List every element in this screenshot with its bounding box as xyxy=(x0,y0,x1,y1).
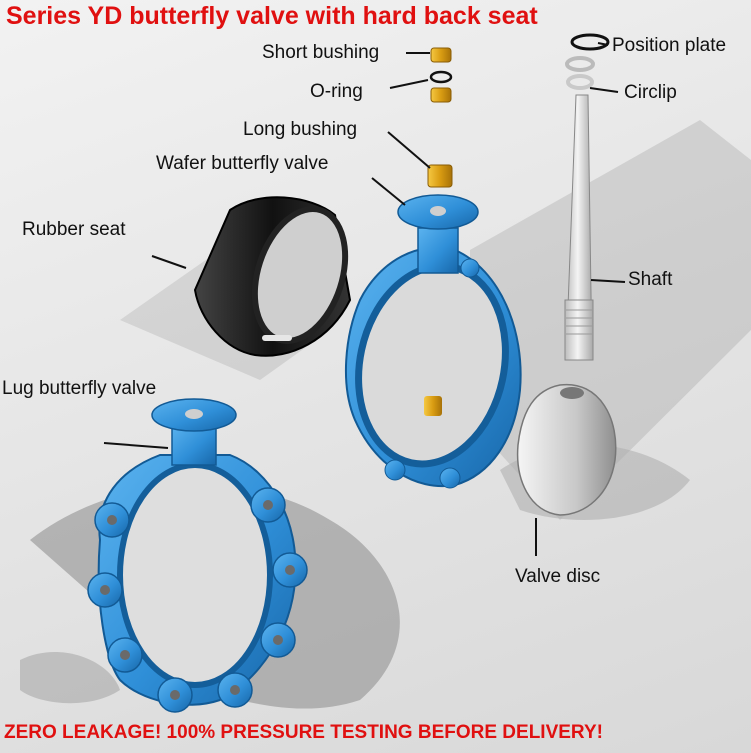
label-valve-disc: Valve disc xyxy=(515,566,601,587)
label-shaft: Shaft xyxy=(628,269,673,290)
footer-banner: ZERO LEAKAGE! 100% PRESSURE TESTING BEFO… xyxy=(4,722,603,743)
page-title: Series YD butterfly valve with hard back… xyxy=(6,2,538,30)
valve-disc xyxy=(516,383,617,516)
label-position-plate: Position plate xyxy=(612,35,727,56)
wafer-butterfly-valve xyxy=(344,194,522,489)
label-long-bushing: Long bushing xyxy=(243,119,358,140)
rubber-seat xyxy=(193,196,352,357)
label-rubber-seat: Rubber seat xyxy=(22,219,126,240)
lug-butterfly-valve xyxy=(87,398,308,713)
shaft-hardware xyxy=(565,33,610,90)
label-lug-valve: Lug butterfly valve xyxy=(2,378,157,399)
label-wafer-valve: Wafer butterfly valve xyxy=(156,153,329,174)
label-o-ring: O-ring xyxy=(310,81,363,102)
label-circlip: Circlip xyxy=(624,82,677,103)
bushings xyxy=(427,47,453,188)
label-short-bushing: Short bushing xyxy=(262,42,380,63)
shaft-part xyxy=(564,94,594,361)
leader-lines xyxy=(103,42,626,556)
